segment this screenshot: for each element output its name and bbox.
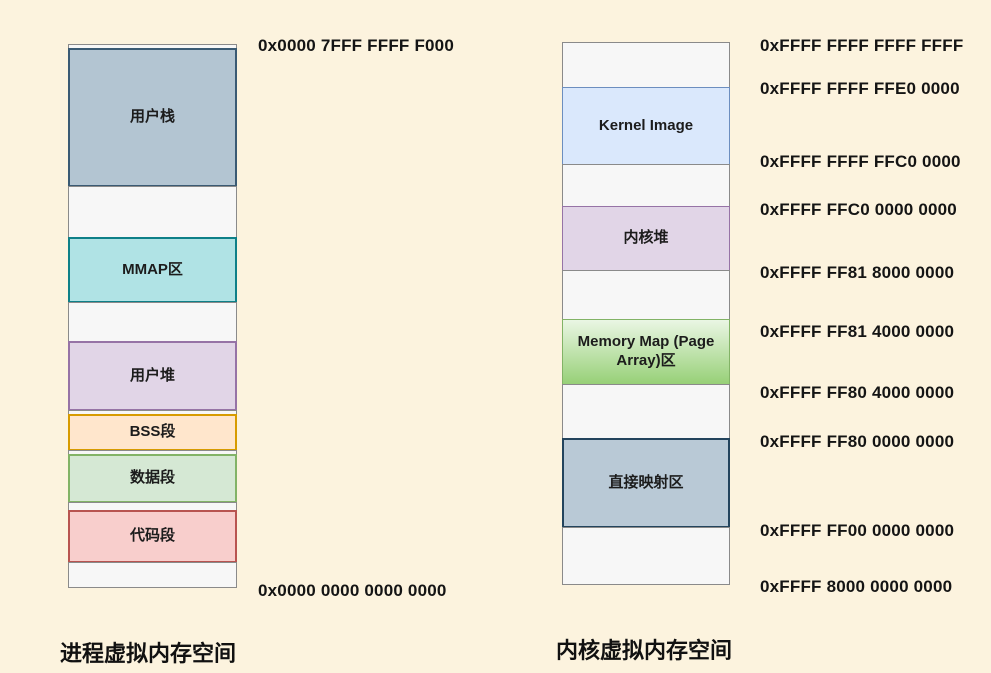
kernel-address: 0xFFFF FF00 0000 0000: [760, 521, 955, 540]
segment-mmap: MMAP区: [68, 237, 237, 303]
segment-memory-map: Memory Map (Page Array)区: [562, 319, 730, 385]
segment-bss: BSS段: [68, 414, 237, 451]
kernel-address: 0xFFFF FF80 0000 0000: [760, 432, 955, 451]
empty-segment: [562, 42, 730, 88]
empty-segment: [68, 186, 237, 238]
segment-data: 数据段: [68, 454, 237, 503]
kernel-address: 0xFFFF FFC0 0000 0000: [760, 200, 957, 219]
segment-bss-label: BSS段: [129, 423, 176, 441]
segment-direct-map-label: 直接映射区: [608, 473, 684, 491]
empty-segment: [562, 527, 730, 585]
process-top-address: 0x0000 7FFF FFFF F000: [258, 36, 454, 55]
segment-memory-map-label: Memory Map (Page Array)区: [577, 333, 715, 369]
empty-segment: [562, 270, 730, 320]
process-memory-column: 用户栈 MMAP区 用户堆 BSS段 数据段 代码段: [68, 44, 237, 588]
segment-direct-map: 直接映射区: [562, 438, 730, 528]
kernel-address: 0xFFFF FFFF FFFF FFFF: [760, 36, 964, 55]
kernel-memory-column: Kernel Image 内核堆 Memory Map (Page Array)…: [562, 42, 730, 585]
kernel-address: 0xFFFF FFFF FFE0 0000: [760, 79, 960, 98]
segment-user-heap: 用户堆: [68, 341, 237, 411]
kernel-address: 0xFFFF FF81 4000 0000: [760, 322, 955, 341]
kernel-address: 0xFFFF FF81 8000 0000: [760, 263, 955, 282]
segment-kernel-image: Kernel Image: [562, 87, 730, 165]
process-space-title: 进程虚拟内存空间: [60, 641, 237, 666]
segment-code: 代码段: [68, 510, 237, 563]
empty-segment: [68, 302, 237, 342]
segment-kernel-image-label: Kernel Image: [598, 116, 694, 134]
kernel-space-title: 内核虚拟内存空间: [556, 638, 733, 663]
segment-kernel-heap-label: 内核堆: [623, 229, 669, 247]
segment-user-stack: 用户栈: [68, 48, 237, 187]
empty-segment: [68, 562, 237, 588]
kernel-address: 0xFFFF FFFF FFC0 0000: [760, 152, 961, 171]
segment-kernel-heap: 内核堆: [562, 206, 730, 271]
segment-user-stack-label: 用户栈: [129, 108, 175, 126]
segment-code-label: 代码段: [129, 527, 175, 545]
process-bottom-address: 0x0000 0000 0000 0000: [258, 581, 447, 600]
segment-data-label: 数据段: [129, 469, 175, 487]
empty-segment: [562, 164, 730, 207]
empty-segment: [562, 384, 730, 439]
kernel-address: 0xFFFF FF80 4000 0000: [760, 383, 955, 402]
segment-user-heap-label: 用户堆: [129, 366, 175, 384]
kernel-address: 0xFFFF 8000 0000 0000: [760, 577, 953, 596]
segment-mmap-label: MMAP区: [122, 260, 183, 278]
